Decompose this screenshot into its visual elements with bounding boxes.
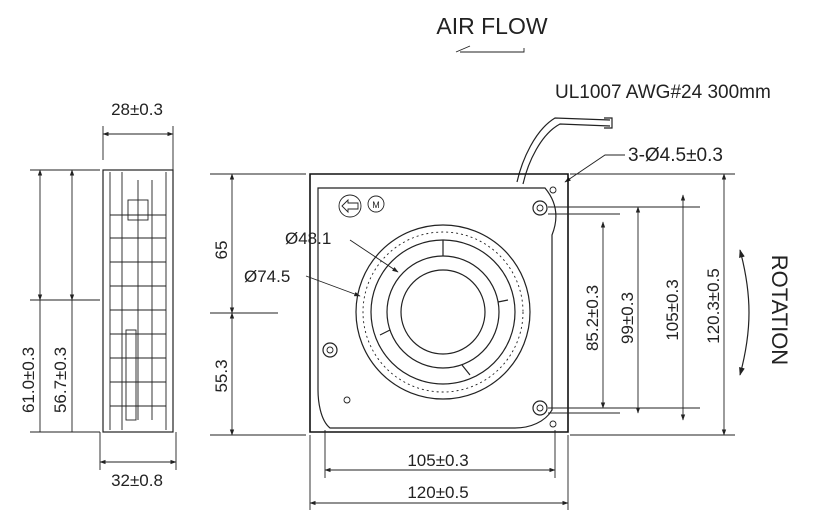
v-hole-852-label: 85.2±0.3	[583, 285, 602, 351]
direction-arrow-icon	[338, 194, 362, 218]
thickness-top-label: 28±0.3	[111, 100, 163, 119]
holes-label: 3-Ø4.5±0.3	[628, 145, 723, 166]
height-inner-label: 56.7±0.3	[51, 347, 70, 413]
outer-ring	[355, 224, 531, 400]
diameter-outer-label: Ø74.5	[244, 267, 290, 286]
upper-offset-label: 65	[212, 241, 231, 260]
mounting-holes	[322, 186, 557, 428]
cable-label: UL1007 AWG#24 300mm	[555, 82, 771, 103]
airflow-arrow-icon	[455, 45, 525, 53]
airflow-group: AIR FLOW	[436, 13, 548, 53]
side-view: 28±0.3 61.0±0.3 56.7±0.3 32±0.8	[19, 100, 177, 490]
lower-offset-label: 55.3	[212, 359, 231, 392]
hub-outer	[386, 255, 500, 369]
rotation-label: ROTATION	[767, 255, 792, 365]
holes-leader	[564, 154, 625, 183]
hub-inner	[400, 269, 486, 355]
ul-mark-icon: M	[367, 195, 385, 213]
v-hole-99-label: 99±0.3	[618, 292, 637, 344]
width-holes-label: 105±0.3	[407, 451, 468, 470]
airflow-label: AIR FLOW	[436, 13, 547, 39]
v-total-label: 120.3±0.5	[704, 268, 723, 344]
height-outer-label: 61.0±0.3	[19, 347, 38, 413]
rotation-arrow-icon	[739, 249, 750, 376]
svg-text:M: M	[372, 200, 380, 210]
front-view: M Ø48.1 Ø74.5 65 55.3 85.2±0.3 99±0.3 10…	[210, 173, 735, 510]
width-total-label: 120±0.5	[407, 483, 468, 502]
diameter-inner-label: Ø48.1	[285, 229, 331, 248]
v-hole-105-label: 105±0.3	[663, 279, 682, 340]
thickness-bottom-label: 32±0.8	[111, 471, 163, 490]
